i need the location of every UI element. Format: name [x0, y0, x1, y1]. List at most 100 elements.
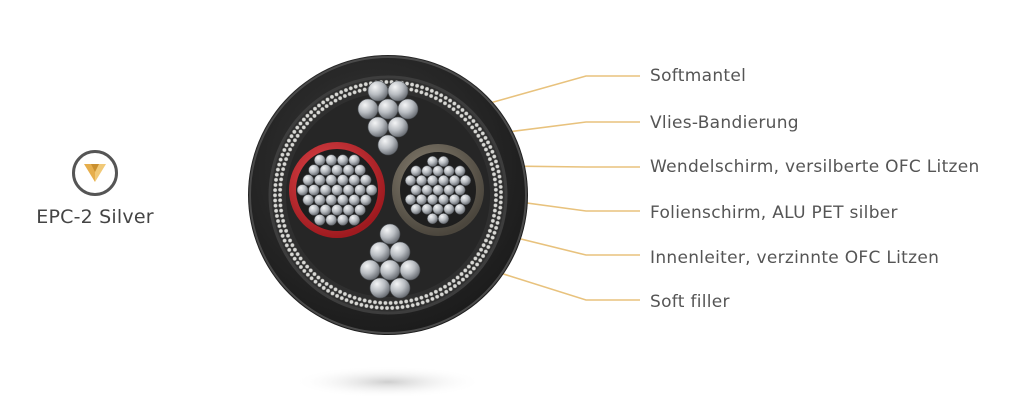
filler-strand: [379, 223, 401, 245]
braid-strand: [321, 100, 326, 105]
label-innenleiter: Innenleiter, verzinnte OFC Litzen: [650, 248, 940, 268]
braid-strand: [429, 93, 434, 99]
conductor-strand: [432, 203, 444, 215]
braid-strand: [395, 305, 400, 310]
braid-strand: [434, 90, 439, 96]
braid-strand: [415, 301, 420, 307]
braid-strand: [490, 235, 495, 240]
conductor-strand: [454, 165, 466, 177]
braid-strand: [468, 270, 473, 275]
conductor-strand: [421, 203, 433, 215]
braid-strand: [405, 304, 410, 309]
conductor-strand: [432, 165, 444, 177]
braid-strand: [359, 302, 364, 307]
braid-strand: [280, 233, 285, 238]
conductor-strand: [427, 213, 438, 224]
braid-strand: [424, 293, 429, 299]
braid-strand: [463, 117, 468, 122]
braid-strand: [393, 300, 398, 305]
braid-strand: [362, 87, 367, 92]
braid-strand: [429, 88, 434, 93]
conductor-strand: [427, 175, 438, 186]
braid-strand: [357, 88, 362, 93]
braid-strand: [289, 134, 294, 139]
braid-strand: [325, 288, 331, 293]
braid-strand: [272, 193, 278, 198]
conductor-strand: [421, 184, 433, 196]
braid-strand: [284, 157, 289, 162]
braid-strand: [492, 230, 497, 235]
conductor-strand: [331, 184, 343, 196]
conductor-strand: [319, 164, 332, 176]
conductor-strand: [314, 174, 326, 186]
braid-strand: [275, 167, 280, 172]
conductor-strand: [421, 165, 433, 177]
conductor-strand: [337, 214, 349, 226]
braid-strand: [498, 205, 503, 210]
braid-strand: [282, 238, 287, 243]
braid-strand: [273, 203, 278, 208]
filler-strand: [357, 98, 379, 120]
braid-strand: [298, 264, 304, 270]
braid-strand: [277, 192, 283, 198]
braid-strand: [330, 291, 335, 296]
grey-conductor-strands: [405, 156, 471, 224]
braid-strand: [419, 295, 424, 300]
braid-strand: [281, 167, 286, 172]
braid-strand: [325, 97, 330, 102]
braid-strand: [409, 82, 415, 87]
braid-strand: [273, 188, 278, 193]
braid-strand: [489, 162, 494, 167]
braid-strand: [286, 138, 292, 143]
braid-strand: [342, 93, 347, 99]
braid-strand: [494, 225, 499, 230]
conductor-strand: [325, 214, 337, 226]
braid-strand: [476, 133, 481, 138]
braid-strand: [292, 138, 298, 143]
braid-strand: [498, 200, 503, 205]
braid-strand: [443, 95, 448, 100]
braid-strand: [301, 117, 306, 122]
braid-strand: [312, 113, 317, 119]
conductor-strand: [302, 194, 314, 206]
braid-strand: [273, 177, 279, 182]
braid-strand: [420, 85, 425, 90]
filler-strand: [399, 259, 421, 281]
braid-strand: [483, 147, 489, 152]
braid-strand: [295, 125, 300, 130]
conductor-strand: [337, 154, 349, 166]
braid-strand: [367, 299, 372, 304]
braid-strand: [333, 287, 338, 292]
braid-strand: [464, 111, 469, 116]
braid-strand: [493, 198, 498, 203]
braid-strand: [491, 172, 497, 177]
braid-strand: [492, 154, 497, 159]
braid-strand: [324, 104, 329, 109]
filler-strand: [369, 277, 391, 299]
braid-strand: [495, 220, 500, 225]
label-folienschirm: Folienschirm, ALU PET silber: [650, 203, 898, 223]
braid-strand: [464, 273, 469, 279]
braid-strand: [352, 90, 357, 95]
conductor-strand: [405, 175, 416, 186]
braid-strand: [466, 121, 471, 126]
braid-strand: [496, 169, 501, 174]
floor-shadow: [293, 366, 483, 398]
brand-logo: [72, 150, 118, 196]
braid-strand: [438, 98, 443, 103]
conductor-strand: [410, 184, 422, 196]
braid-strand: [447, 98, 453, 103]
brand-block: EPC-2 Silver: [30, 150, 160, 228]
braid-strand: [452, 283, 457, 289]
braid-strand: [280, 152, 285, 157]
braid-shield-strands: [272, 79, 504, 311]
braid-strand: [372, 300, 378, 305]
braid-strand: [398, 300, 404, 305]
braid-strand: [301, 260, 306, 265]
braid-strand: [485, 233, 491, 238]
braid-strand: [467, 115, 473, 120]
braid-strand: [312, 106, 318, 111]
conductor-strand: [354, 164, 366, 176]
conductor-strand: [308, 204, 320, 216]
filler-strand: [359, 259, 381, 281]
